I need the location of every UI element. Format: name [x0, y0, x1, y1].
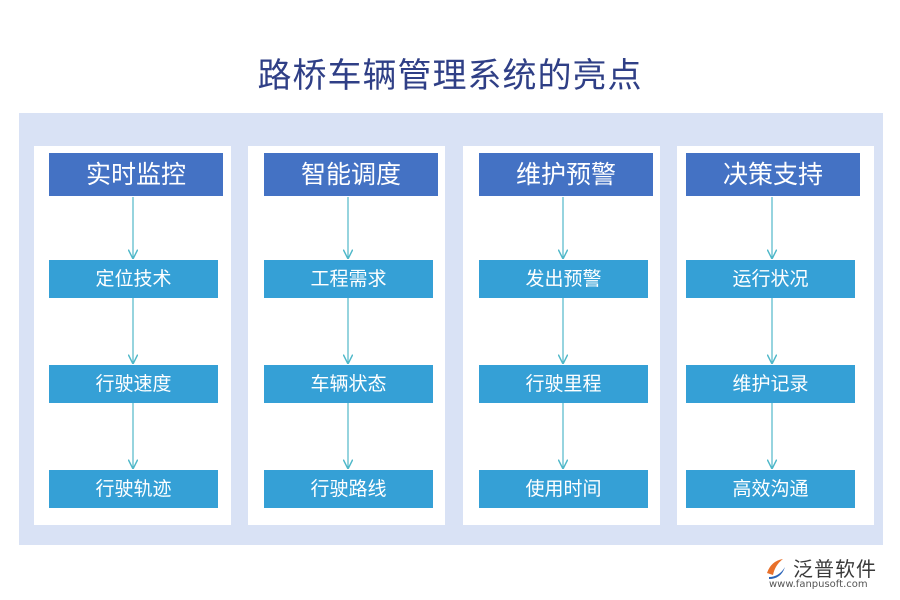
column-4-item-3: 高效沟通 — [686, 470, 855, 508]
column-1-item-1: 定位技术 — [49, 260, 218, 298]
column-3-card — [463, 146, 660, 525]
column-2-item-1: 工程需求 — [264, 260, 433, 298]
logo-url: www.fanpusoft.com — [769, 579, 868, 590]
column-1-header: 实时监控 — [49, 153, 223, 196]
column-4-header: 决策支持 — [686, 153, 860, 196]
brand-logo: 泛普软件 www.fanpusoft.com — [763, 553, 888, 593]
column-3-header: 维护预警 — [479, 153, 653, 196]
column-1-item-2: 行驶速度 — [49, 365, 218, 403]
column-2-header: 智能调度 — [264, 153, 438, 196]
column-4-item-1: 运行状况 — [686, 260, 855, 298]
column-2-card — [248, 146, 445, 525]
column-2-item-2: 车辆状态 — [264, 365, 433, 403]
column-2-item-3: 行驶路线 — [264, 470, 433, 508]
fanpu-logo-icon — [767, 559, 785, 579]
column-3-item-1: 发出预警 — [479, 260, 648, 298]
logo-name: 泛普软件 — [793, 557, 877, 581]
column-3-item-2: 行驶里程 — [479, 365, 648, 403]
column-1-card — [34, 146, 231, 525]
column-4-card — [677, 146, 874, 525]
diagram-title: 路桥车辆管理系统的亮点 — [257, 56, 643, 96]
column-3-item-3: 使用时间 — [479, 470, 648, 508]
column-1-item-3: 行驶轨迹 — [49, 470, 218, 508]
column-4-item-2: 维护记录 — [686, 365, 855, 403]
